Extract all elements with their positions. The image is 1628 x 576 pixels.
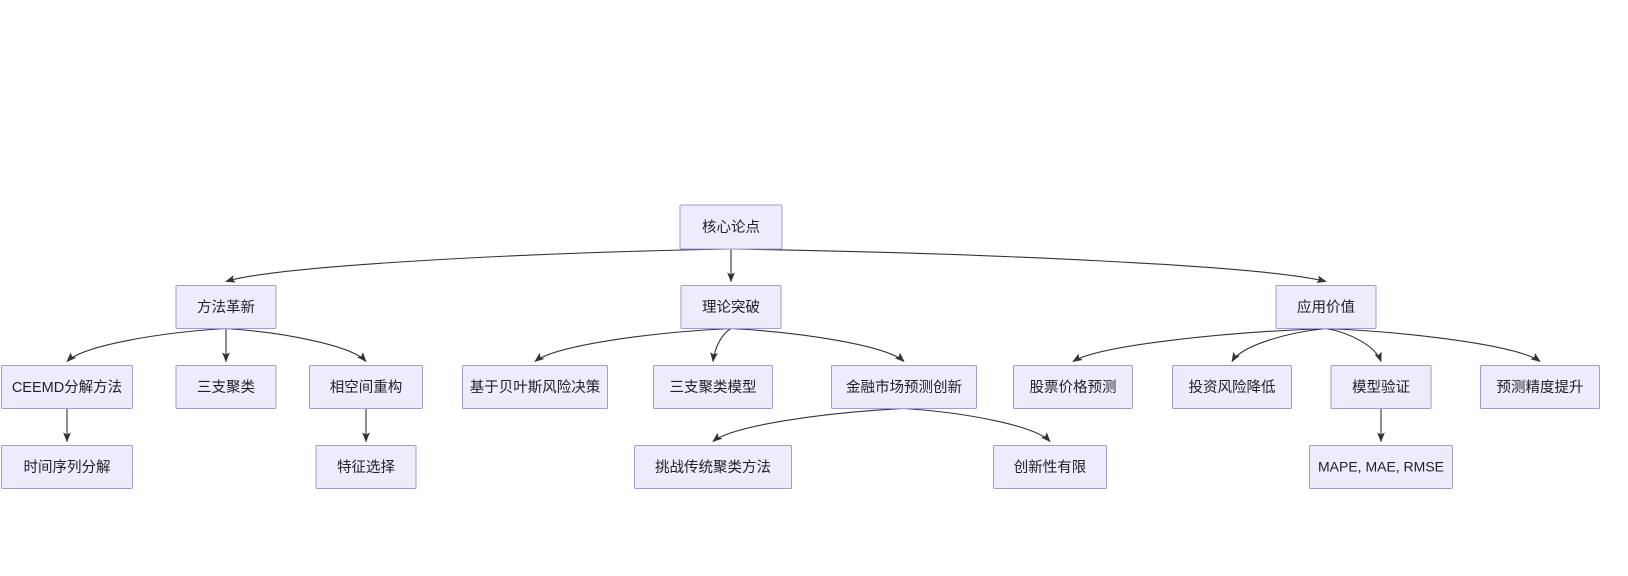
node-box-l3a[interactable]	[1, 445, 133, 489]
node-box-l1b[interactable]	[680, 285, 782, 329]
node-l3b[interactable]: 特征选择	[315, 445, 417, 489]
node-l2e[interactable]: 三支聚类模型	[653, 365, 773, 409]
node-box-root[interactable]	[679, 204, 783, 250]
node-box-l2e[interactable]	[653, 365, 773, 409]
node-l1a[interactable]: 方法革新	[175, 285, 277, 329]
node-l2a[interactable]: CEEMD分解方法	[1, 365, 133, 409]
nodes-layer: 核心论点方法革新 理论突破 应用价值 CEEMD分解方法三支聚类相空间重构基于贝叶斯风…	[1, 204, 1600, 489]
edge-l2f-to-l3c	[712, 407, 905, 443]
node-l1b[interactable]: 理论突破	[680, 285, 782, 329]
node-l3c[interactable]: 挑战传统聚类方法	[634, 445, 792, 489]
node-box-l1c[interactable]	[1275, 285, 1377, 329]
node-l2h[interactable]: 投资风险降低	[1172, 365, 1292, 409]
node-l1c[interactable]: 应用价值	[1275, 285, 1377, 329]
node-l2j[interactable]: 预测精度提升	[1480, 365, 1600, 409]
node-l2g[interactable]: 股票价格预测	[1013, 365, 1133, 409]
edge-l1c-to-l2j	[1325, 327, 1541, 363]
edge-l1b-to-l2d	[534, 327, 732, 363]
node-l2d[interactable]: 基于贝叶斯风险决策	[462, 365, 608, 409]
node-box-l2a[interactable]	[1, 365, 133, 409]
edge-l2f-to-l3d	[903, 407, 1051, 443]
node-box-l2f[interactable]	[831, 365, 977, 409]
node-l2f[interactable]: 金融市场预测创新	[831, 365, 977, 409]
node-box-l2g[interactable]	[1013, 365, 1133, 409]
node-box-l3d[interactable]	[993, 445, 1107, 489]
node-box-l2d[interactable]	[462, 365, 608, 409]
node-box-l2h[interactable]	[1172, 365, 1292, 409]
edge-root-to-l1a	[225, 248, 732, 283]
edge-l1a-to-l2c	[225, 327, 367, 363]
edge-l1b-to-l2e	[710, 328, 732, 363]
node-l2b[interactable]: 三支聚类	[175, 365, 277, 409]
node-root[interactable]: 核心论点	[679, 204, 783, 250]
node-l3e[interactable]: MAPE, MAE, RMSE	[1309, 445, 1453, 489]
node-l2c[interactable]: 相空间重构	[309, 365, 423, 409]
edge-l1a-to-l2a	[66, 327, 227, 363]
edge-l1b-to-l2f	[730, 327, 905, 363]
edge-root-to-l1c	[730, 248, 1327, 283]
edge-l1c-to-l2i	[1325, 327, 1382, 363]
node-box-l2c[interactable]	[309, 365, 423, 409]
node-l2i[interactable]: 模型验证	[1330, 365, 1432, 409]
node-box-l2i[interactable]	[1330, 365, 1432, 409]
node-box-l1a[interactable]	[175, 285, 277, 329]
node-box-l3e[interactable]	[1309, 445, 1453, 489]
node-l3a[interactable]: 时间序列分解	[1, 445, 133, 489]
node-box-l2b[interactable]	[175, 365, 277, 409]
edge-l1c-to-l2h	[1231, 327, 1327, 363]
node-box-l3b[interactable]	[315, 445, 417, 489]
edges-layer	[63, 248, 1541, 443]
node-box-l2j[interactable]	[1480, 365, 1600, 409]
edge-l1c-to-l2g	[1072, 327, 1327, 362]
node-box-l3c[interactable]	[634, 445, 792, 489]
node-l3d[interactable]: 创新性有限	[993, 445, 1107, 489]
